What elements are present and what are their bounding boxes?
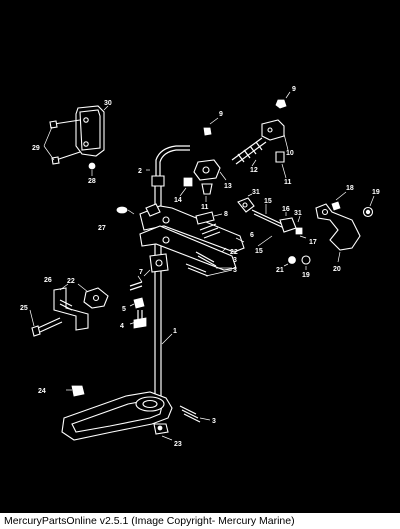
callout-19-lower: 19 [302,272,310,279]
right-linkage [237,191,375,270]
main-shaft [146,145,190,405]
center-linkage [179,159,227,202]
callout-21: 21 [276,267,284,274]
callout-6: 6 [250,232,254,239]
exploded-parts-diagram: 30 29 28 9 9 10 12 11 2 13 14 11 31 15 1… [20,86,380,448]
callout-16: 16 [282,206,290,213]
callout-31-lower: 31 [294,210,302,217]
callout-28: 28 [88,178,96,185]
callout-31-upper: 31 [252,189,260,196]
callout-19-upper: 19 [372,189,380,196]
callout-15-lower: 15 [255,248,263,255]
bracket-assembly [43,105,109,176]
callout-2: 2 [138,168,142,175]
callout-5: 5 [122,306,126,313]
callout-3-lower: 3 [212,418,216,425]
lower-arm [61,385,211,441]
callout-26: 26 [44,277,52,284]
callout-8: 8 [224,211,228,218]
callout-18: 18 [346,185,354,192]
upper-right-fittings [203,91,291,179]
callout-14: 14 [174,197,182,204]
callout-1: 1 [173,328,177,335]
callout-25: 25 [20,305,28,312]
callout-22-center: 22 [230,249,238,256]
throttle-linkage [116,203,245,277]
callout-13: 13 [224,183,232,190]
callout-12: 12 [250,167,258,174]
callout-7: 7 [139,269,143,276]
callout-20: 20 [333,266,341,273]
callout-11-right: 11 [284,179,292,186]
callout-9-top: 9 [292,86,296,93]
copyright-caption: MercuryPartsOnline v2.5.1 (Image Copyrig… [0,513,400,529]
callout-24: 24 [38,388,46,395]
callout-23: 23 [174,441,182,448]
callout-15-upper: 15 [264,198,272,205]
callout-27: 27 [98,225,106,232]
callout-3-upper: 3 [233,257,237,264]
lower-left-parts [29,275,147,337]
callout-30: 30 [104,100,112,107]
callout-10: 10 [286,150,294,157]
callout-3-mid: 3 [233,267,237,274]
callout-17: 17 [309,239,317,246]
callout-4: 4 [120,323,124,330]
callout-9-mid: 9 [219,111,223,118]
callout-11-center: 11 [201,204,209,211]
callout-labels: 30 29 28 9 9 10 12 11 2 13 14 11 31 15 1… [20,86,380,448]
callout-29: 29 [32,145,40,152]
shaft-callout [161,333,173,345]
callout-22-left: 22 [67,278,75,285]
